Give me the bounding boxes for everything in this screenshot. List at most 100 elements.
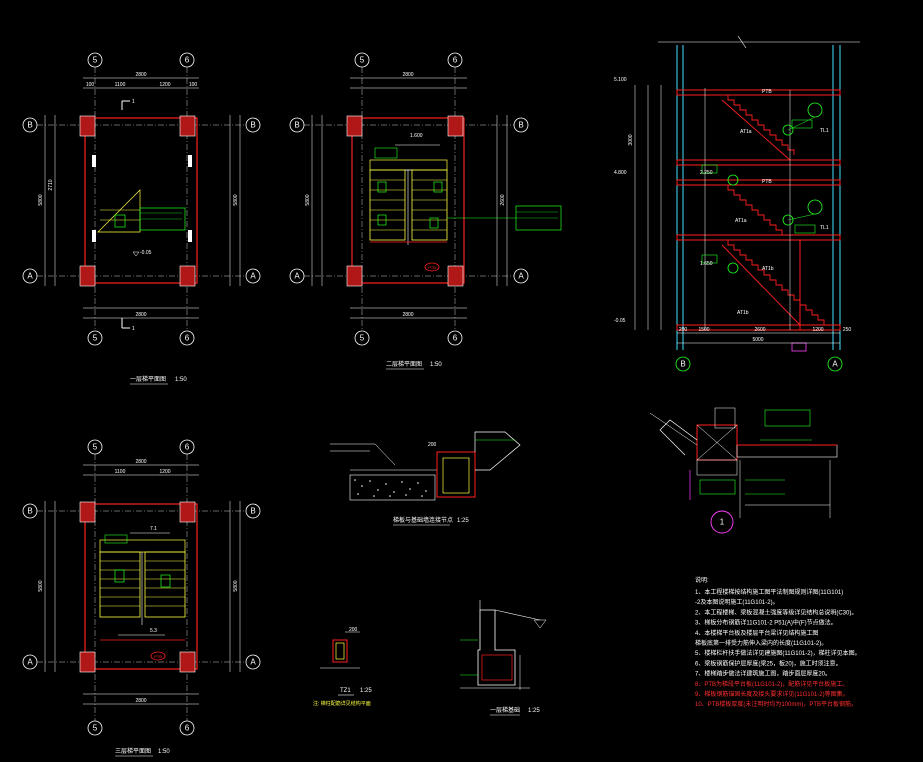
tz1-section: [332, 639, 348, 663]
axis-bubble-5-top: 5: [87, 439, 103, 455]
notes-line: 梯板底第一排受力筋伸入梁内的长度(11G101-2)。: [695, 639, 827, 647]
axis-bubble-b-left: B: [289, 117, 305, 133]
axis-bubble-6-bottom: 6: [447, 330, 463, 346]
flight-label: AT1a: [740, 129, 752, 135]
axis-bubble-6-bottom: 6: [179, 720, 195, 736]
axis-bubble-b-right: B: [245, 117, 261, 133]
flight-label: AT1b: [762, 266, 774, 272]
axis-label: A: [250, 272, 256, 281]
notes-line: 2、本工程楼梯、梁板混凝土强度等级详见结构总说明(C30)。: [695, 608, 857, 616]
plan-3: 5 6 5 6 B B A A: [22, 439, 261, 757]
axis-bubble-5-top: 5: [87, 52, 103, 68]
column: [179, 115, 196, 137]
detail-1: 1: [649, 407, 838, 534]
beam-label: TL1: [820, 225, 829, 231]
column: [447, 265, 464, 287]
column: [79, 115, 96, 137]
notes-line: 4、本楼梯平台板及楼层平台梁详见结构施工图: [695, 629, 818, 637]
column: [346, 115, 363, 137]
wall-outline: [84, 117, 198, 284]
dimension-text: 250: [843, 327, 852, 333]
column: [79, 651, 96, 673]
stair-flight: [97, 189, 141, 233]
axis-label: A: [294, 272, 300, 281]
notes-line: 6、梁板钢筋保护层厚度(梁25，板20)，施工时须注意。: [695, 659, 842, 667]
axis-label: 6: [185, 56, 190, 65]
dimension-text: 100: [189, 82, 198, 88]
axis-bubble-a-right: A: [245, 268, 261, 284]
axis-label: A: [250, 658, 256, 667]
notes-line: 1、本工程楼梯按结构施工图平法制图规则详图(11G101): [695, 588, 843, 596]
notes-line: 9、梯板钢筋锚固长度及接头要求详见(11G101-2)等图集。: [695, 690, 849, 698]
tz1-detail: 200 TZ1 1:25 注: 梯柱配筋详见结构平面: [313, 627, 372, 707]
axis-label: 6: [185, 443, 190, 452]
plan-caption: 三层梯平面图: [115, 747, 151, 755]
notes-list: 1、本工程楼梯按结构施工图平法制图规则详图(11G101) -2及本图说明施工(…: [695, 588, 861, 708]
foundation-detail: 一层梯基础 1:25: [460, 600, 547, 716]
axis-bubble-a-left: A: [22, 268, 38, 284]
detail-caption: 一层梯基础: [490, 706, 520, 714]
general-notes: 说明: 1、本工程楼梯按结构施工图平法制图规则详图(11G101) -2及本图说…: [695, 576, 861, 708]
stair-flight-right: [144, 551, 186, 618]
dimension-text: 1200: [159, 469, 170, 475]
axis-bubble-a-left: A: [289, 268, 305, 284]
dimension-text: 1500: [698, 327, 709, 333]
dimension-text: 200: [349, 627, 358, 633]
plan-1: 5 6 5 6 B B A A: [22, 52, 261, 385]
axis-bubble-a-right: A: [513, 268, 529, 284]
slab: [676, 234, 841, 241]
level-mark: 1.600: [410, 133, 423, 139]
dimension-text: 5800: [305, 194, 311, 205]
wall-detail: 200 梯板与基础墙连接节点 1:25: [330, 431, 521, 526]
stair-flight: [722, 94, 795, 155]
detail-scale: 1:25: [360, 688, 372, 694]
level-mark: 2.250: [700, 170, 713, 176]
beam-label: TL1: [820, 128, 829, 134]
ptb-tag: [150, 651, 166, 661]
column: [79, 265, 96, 287]
plan-scale: 1:50: [158, 749, 170, 755]
ptb-tag-label: PTB: [428, 265, 436, 270]
dimension-text: 2800: [135, 698, 146, 704]
axis-label: 6: [453, 334, 458, 343]
wall-outline: [84, 503, 198, 670]
dimension-text: 5800: [233, 580, 239, 591]
axis-label: 5: [93, 334, 98, 343]
dimension-text: 1200: [812, 327, 823, 333]
axis-label: 5: [360, 56, 365, 65]
slab: [676, 159, 841, 166]
slab-label: PTB: [762, 179, 772, 185]
section-mark: 1: [132, 326, 135, 332]
stair-flight-left: [99, 551, 141, 618]
axis-bubble-6-top: 6: [179, 52, 195, 68]
dimension-text: 2800: [135, 459, 146, 465]
wall-outline: [351, 117, 465, 284]
notes-line: -2及本图说明施工(11G101-2)。: [695, 598, 779, 606]
stair-flight-left: [369, 169, 406, 241]
axis-label: A: [832, 360, 838, 369]
level-mark: 7.1: [150, 526, 157, 532]
notes-title: 说明:: [695, 576, 709, 584]
flight-label: AT1b: [737, 310, 749, 316]
slab: [676, 89, 841, 96]
dimension-text: 200: [679, 327, 688, 333]
dimension-text: 2800: [135, 312, 146, 318]
plan-2: 5 6 5 6 B B A A: [289, 52, 562, 370]
axis-bubble-a-right: A: [245, 654, 261, 670]
axis-label: A: [27, 272, 33, 281]
axis-bubble-6-top: 6: [447, 52, 463, 68]
notes-line: 8、PTB为梯段平台板(11G101-2)，配筋详见平台板施工。: [695, 680, 848, 688]
axis-label: A: [27, 658, 33, 667]
dimension-text: 2800: [402, 312, 413, 318]
dimension-text: 5800: [38, 194, 44, 205]
level-mark: -0.05: [614, 318, 626, 324]
footing: [436, 451, 476, 498]
dimension-text: 1200: [159, 82, 170, 88]
level-mark: 1.650: [700, 261, 713, 267]
axis-label: 6: [185, 724, 190, 733]
slab-label: PTB: [762, 89, 772, 95]
level-mark: 4.800: [614, 170, 627, 176]
axis-label: B: [518, 121, 523, 130]
dimension-text: 1100: [115, 82, 126, 88]
column: [447, 115, 464, 137]
